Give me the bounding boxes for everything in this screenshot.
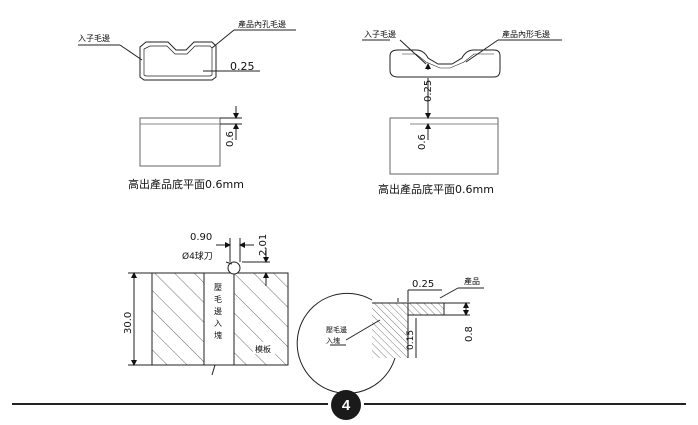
dim-small-d: 0.15 bbox=[406, 330, 416, 350]
dim-depth-c: 30.0 bbox=[123, 312, 134, 334]
label-shape-burr-b: 產品內形毛邊 bbox=[502, 29, 550, 39]
panel-b bbox=[362, 39, 562, 175]
plate-label: 模板 bbox=[255, 344, 271, 354]
detail-circle-arc bbox=[296, 292, 396, 394]
dim-top-c: 2.01 bbox=[258, 234, 269, 256]
dim-height-b: 0.6 bbox=[417, 134, 428, 150]
label-insert-d-line2: 入塊 bbox=[326, 336, 340, 345]
panel-a bbox=[78, 29, 296, 167]
panel-a-block bbox=[139, 117, 221, 167]
insert-char-3: 邊 bbox=[214, 306, 222, 316]
page-number-badge: 4 bbox=[331, 390, 361, 420]
insert-label-vertical: 壓 毛 邊 入 塊 bbox=[214, 283, 222, 340]
dim-height-d: 0.8 bbox=[464, 326, 475, 342]
dim-width-c: 0.90 bbox=[190, 232, 212, 243]
panel-c bbox=[128, 238, 289, 376]
leader-hole-burr-a bbox=[211, 29, 235, 49]
caption-a: 高出產品底平面0.6mm bbox=[128, 177, 244, 191]
panel-b-block bbox=[389, 117, 499, 175]
panel-b-part-outline bbox=[389, 49, 501, 78]
panel-d bbox=[296, 287, 484, 394]
label-hole-burr-a: 產品內孔毛邊 bbox=[238, 19, 286, 29]
panel-a-part-outline bbox=[139, 41, 217, 81]
insert-char-5: 塊 bbox=[214, 330, 222, 340]
dim-ball-tool: Ø4球刀 bbox=[182, 250, 213, 262]
label-insert-d-line1: 壓毛邊 bbox=[326, 325, 347, 334]
label-product-d: 產品 bbox=[464, 276, 480, 286]
caption-b: 高出產品底平面0.6mm bbox=[378, 182, 494, 196]
dim-gap-a: 0.25 bbox=[230, 60, 255, 73]
dim-height-a: 0.6 bbox=[225, 131, 236, 147]
insert-char-4: 入 bbox=[214, 319, 222, 328]
leader-entry-burr-a bbox=[119, 44, 143, 61]
label-entry-burr-a: 入子毛邊 bbox=[78, 33, 110, 43]
label-entry-burr-b: 入子毛邊 bbox=[364, 29, 396, 39]
dim-gap-b: 0.25 bbox=[423, 80, 434, 102]
dim-gap-d: 0.25 bbox=[412, 279, 434, 290]
insert-char-2: 毛 bbox=[214, 294, 222, 304]
ball-tool-circle bbox=[227, 261, 241, 275]
leader-entry-burr-b bbox=[399, 39, 427, 65]
footer-rule-left bbox=[12, 403, 328, 405]
insert-char-1: 壓 bbox=[214, 283, 222, 292]
leader-shape-burr-b bbox=[465, 39, 499, 63]
footer-rule-right bbox=[364, 403, 686, 405]
